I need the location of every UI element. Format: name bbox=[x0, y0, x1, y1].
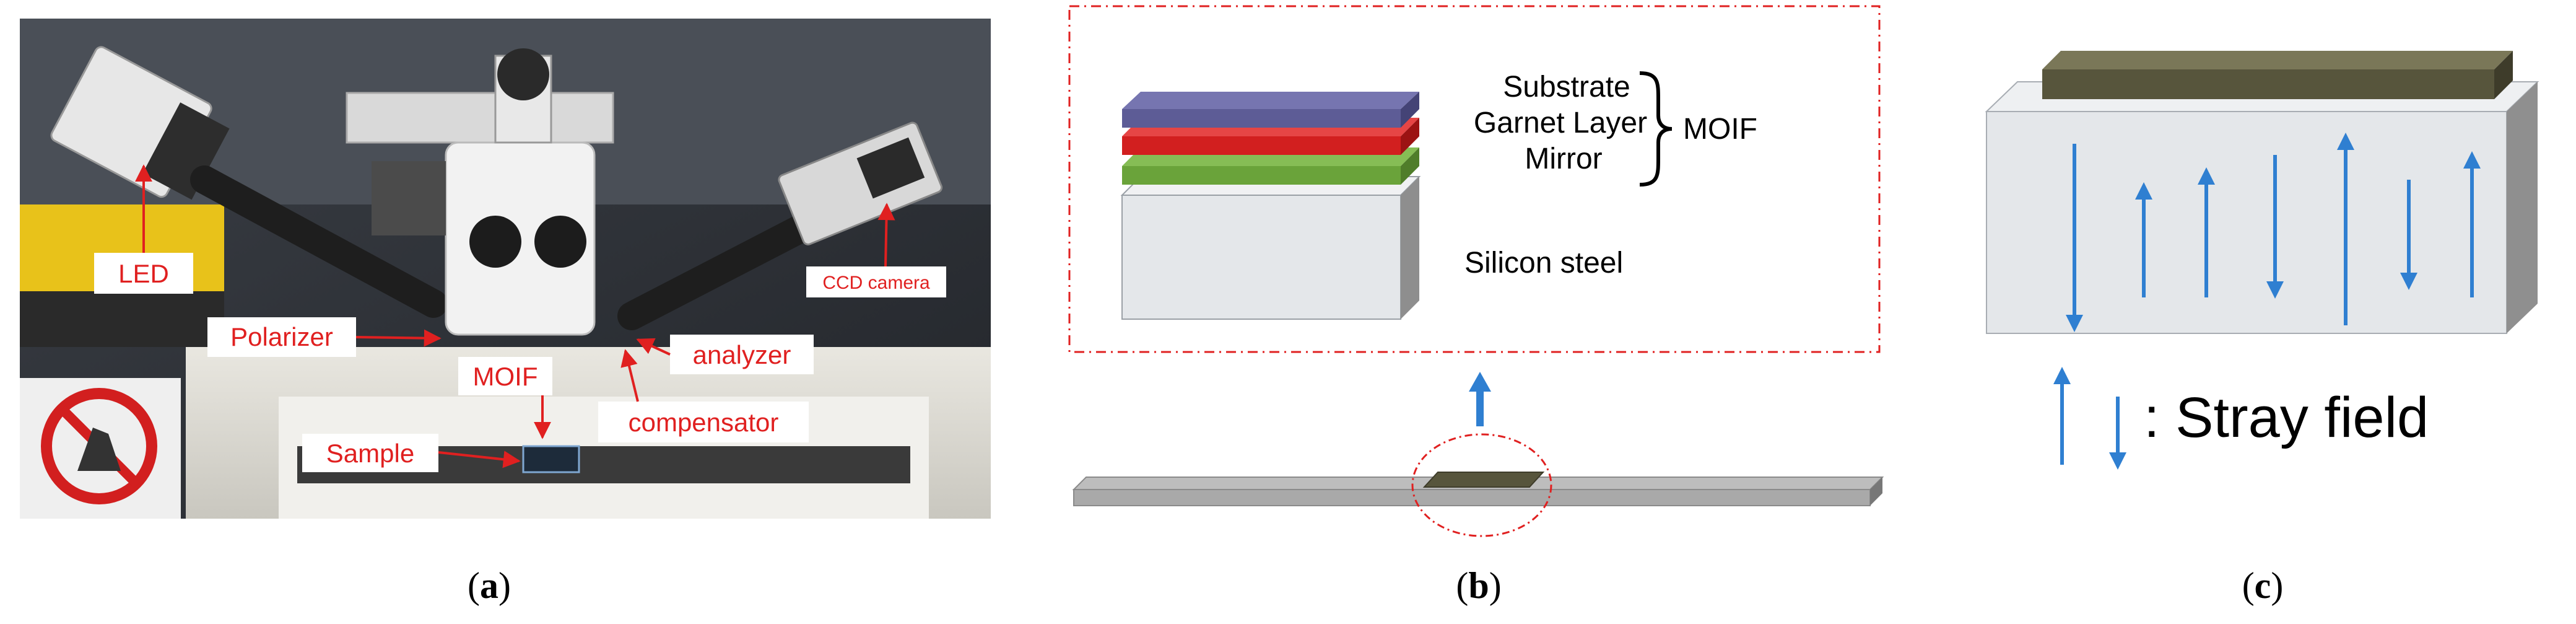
label-led: LED bbox=[94, 164, 193, 294]
silicon-steel-block bbox=[1120, 176, 1421, 320]
caption-b: (b) bbox=[1456, 565, 1501, 606]
polarizer-tube bbox=[190, 165, 448, 318]
svg-text:Polarizer: Polarizer bbox=[230, 322, 333, 351]
substrate-layer bbox=[1122, 92, 1419, 128]
svg-text:analyzer: analyzer bbox=[693, 340, 791, 369]
steel-block bbox=[1985, 81, 2539, 334]
caption-a: (a) bbox=[468, 565, 511, 606]
svg-text:CCD camera: CCD camera bbox=[822, 273, 930, 293]
label-polarizer: Polarizer bbox=[207, 317, 442, 357]
stray-field-arrows bbox=[2066, 133, 2481, 332]
moif-film-on-strip bbox=[1422, 472, 1545, 488]
ccd-camera-body bbox=[778, 121, 943, 245]
svg-text:Sample: Sample bbox=[326, 439, 414, 468]
panel-c-diagram: : Stray field bbox=[1985, 51, 2539, 470]
moif-film bbox=[2042, 51, 2513, 99]
led-housing bbox=[50, 46, 230, 200]
panel-b-diagram: Substrate Garnet Layer Mirror Silicon st… bbox=[1068, 5, 1884, 537]
yellow-box-base bbox=[20, 291, 224, 347]
label-ccd-camera: CCD camera bbox=[806, 203, 946, 297]
label-moif-group: MOIF bbox=[1683, 113, 1757, 146]
label-silicon-steel: Silicon steel bbox=[1464, 247, 1623, 279]
svg-text:compensator: compensator bbox=[629, 408, 779, 437]
label-sample: Sample bbox=[302, 434, 521, 472]
label-mirror: Mirror bbox=[1525, 143, 1602, 175]
analyzer-tube bbox=[617, 209, 825, 330]
label-compensator: compensator bbox=[598, 349, 809, 442]
label-analyzer: analyzer bbox=[636, 335, 814, 374]
microscope bbox=[346, 48, 614, 336]
stray-field-label: : Stray field bbox=[2144, 386, 2429, 449]
no-touch-sign-icon bbox=[41, 388, 157, 504]
legend-arrows bbox=[2053, 367, 2126, 470]
zoom-up-arrow-icon bbox=[1469, 372, 1491, 426]
arrow-head-down-icon bbox=[2066, 315, 2083, 332]
svg-text:MOIF: MOIF bbox=[473, 362, 538, 391]
label-garnet-layer: Garnet Layer bbox=[1474, 107, 1647, 139]
sample-on-stage bbox=[522, 445, 580, 473]
panel-a-photo: LED Polarizer MOIF Sample compensator an… bbox=[20, 19, 991, 519]
label-substrate: Substrate bbox=[1503, 71, 1630, 103]
label-moif: MOIF bbox=[458, 357, 552, 439]
moif-brace-icon bbox=[1639, 71, 1673, 187]
zoom-box bbox=[1068, 5, 1881, 353]
svg-text:LED: LED bbox=[118, 259, 169, 288]
caption-c: (c) bbox=[2242, 565, 2284, 606]
zoom-ellipse bbox=[1411, 433, 1552, 537]
